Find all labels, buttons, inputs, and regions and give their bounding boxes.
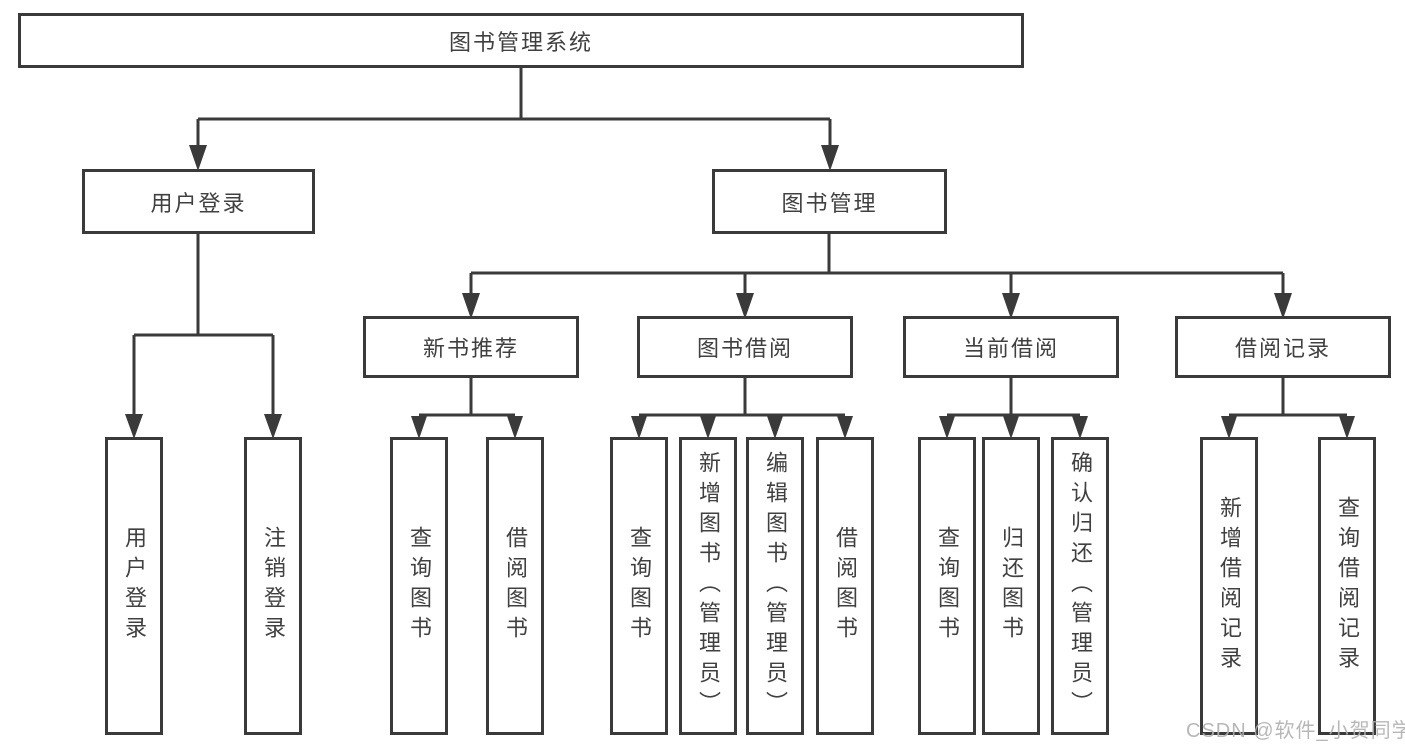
- leaf-add-borrow-record: 新增借阅记录: [1200, 437, 1258, 735]
- leaf-confirm-return-admin: 确认归还（管理员）: [1051, 437, 1109, 735]
- leaf-borrow-books-recommend: 借阅图书: [486, 437, 544, 735]
- node-label: 图书借阅: [696, 336, 793, 361]
- leaf-search-current: 查询图书: [918, 437, 976, 735]
- node-label: 借阅图书: [833, 526, 858, 646]
- node-label: 编辑图书（管理员）: [763, 451, 788, 721]
- node-book-borrowing: 图书借阅: [637, 316, 853, 378]
- node-new-book-recommend: 新书推荐: [363, 316, 579, 378]
- leaf-add-books-admin: 新增图书（管理员）: [679, 437, 737, 735]
- node-label: 查询借阅记录: [1335, 496, 1360, 676]
- node-label: 当前借阅: [962, 336, 1059, 361]
- leaf-logout: 注销登录: [244, 437, 302, 735]
- node-user-login: 用户登录: [82, 169, 315, 234]
- leaf-borrow-books: 借阅图书: [816, 437, 874, 735]
- node-label: 归还图书: [999, 526, 1024, 646]
- leaf-search-borrow-record: 查询借阅记录: [1318, 437, 1376, 735]
- leaf-edit-books-admin: 编辑图书（管理员）: [746, 437, 804, 735]
- arrowheads: [125, 145, 1355, 439]
- node-label: 借阅记录: [1234, 336, 1331, 361]
- leaf-search-books-recommend: 查询图书: [390, 437, 448, 735]
- node-label: 新增图书（管理员）: [696, 451, 721, 721]
- leaf-search-books: 查询图书: [610, 437, 668, 735]
- node-label: 新增借阅记录: [1217, 496, 1242, 676]
- node-book-management: 图书管理: [712, 169, 947, 234]
- node-label: 用户登录: [122, 526, 147, 646]
- node-label: 注销登录: [261, 526, 286, 646]
- node-borrowing-records: 借阅记录: [1175, 316, 1391, 378]
- leaf-user-login: 用户登录: [105, 437, 163, 735]
- node-label: 用户登录: [150, 190, 247, 216]
- leaf-return-books: 归还图书: [982, 437, 1040, 735]
- node-label: 确认归还（管理员）: [1068, 451, 1093, 721]
- node-library-management-system: 图书管理系统: [18, 13, 1024, 68]
- node-label: 图书管理系统: [448, 29, 593, 55]
- node-label: 查询图书: [407, 526, 432, 646]
- csdn-watermark: CSDN @软件_小贺同学: [1186, 720, 1405, 742]
- node-label: 新书推荐: [422, 336, 519, 361]
- node-label: 图书管理: [781, 190, 878, 216]
- node-current-borrowing: 当前借阅: [903, 316, 1119, 378]
- node-label: 借阅图书: [503, 526, 528, 646]
- node-label: 查询图书: [935, 526, 960, 646]
- node-label: 查询图书: [627, 526, 652, 646]
